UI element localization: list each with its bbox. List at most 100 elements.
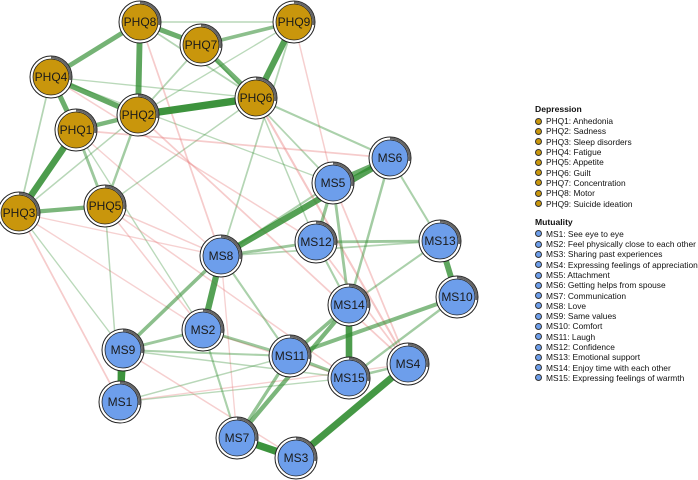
- legend-swatch-icon: [535, 333, 542, 341]
- edge-ms10-ms11: [288, 295, 459, 358]
- edge-phq4-phq3: [18, 76, 52, 214]
- node-fill: [297, 223, 335, 261]
- legend-swatch-icon: [535, 250, 542, 258]
- legend-item: PHQ3: Sleep disorders: [535, 137, 683, 147]
- legend-item-label: MS15: Expressing feelings of warmth: [546, 372, 685, 383]
- edge-phq1-ms6: [75, 129, 391, 159]
- legend-item-label: MS13: Emotional support: [546, 352, 641, 363]
- node-ms10: MS10: [435, 275, 479, 319]
- edge-phq2-phq3: [18, 114, 139, 214]
- node-label: MS15: [333, 371, 365, 385]
- node-fill: [202, 237, 240, 275]
- node-phq5: PHQ5: [83, 184, 127, 228]
- legend-item-label: MS14: Enjoy time with each other: [546, 362, 671, 373]
- node-pie-arc: [236, 417, 258, 442]
- edge-ms6-ms8: [217, 154, 394, 260]
- legend-swatch-icon: [535, 240, 542, 248]
- node-phq9: PHQ9: [272, 0, 316, 44]
- node-fill: [371, 139, 409, 177]
- node-label: MS10: [441, 290, 473, 304]
- node-fill: [0, 194, 38, 232]
- edge-phq9-ms5: [293, 21, 334, 184]
- legend-item-label: MS1: See eye to eye: [546, 228, 624, 239]
- edge-phq3-ms8: [18, 212, 222, 257]
- node-fill: [119, 96, 157, 134]
- edge-ms9-ms15: [122, 349, 350, 379]
- legend-item-label: MS2: Feel physically close to each other: [546, 239, 696, 250]
- node-phq4: PHQ4: [29, 55, 73, 99]
- node-pie-arc: [200, 24, 222, 49]
- node-pie-arc: [389, 137, 411, 162]
- node-pie-arc: [348, 357, 370, 382]
- legend-item: MS1: See eye to eye: [535, 229, 683, 239]
- node-fill: [438, 278, 476, 316]
- legend-item-label: PHQ9: Suicide ideation: [546, 198, 633, 209]
- legend-swatch-icon: [535, 189, 542, 197]
- legend-item: MS10: Comfort: [535, 321, 683, 331]
- node-ms7: MS7: [215, 416, 259, 460]
- legend-item-label: PHQ7: Concentration: [546, 177, 626, 188]
- legend-swatch-icon: [535, 322, 542, 330]
- edge-ms9-ms3: [122, 349, 297, 459]
- node-ms12: MS12: [294, 220, 338, 264]
- legend-item-label: MS6: Getting helps from spouse: [546, 280, 666, 291]
- legend-swatch-icon: [535, 353, 542, 361]
- legend-item: MS3: Sharing past experiences: [535, 249, 683, 259]
- node-ms1: MS1: [98, 380, 142, 424]
- edge-ms8-ms9: [121, 254, 223, 352]
- edge-phq4-phq6: [50, 76, 257, 99]
- edge-ms8-ms7: [220, 255, 238, 439]
- node-fill: [121, 3, 159, 41]
- legend-item: MS15: Expressing feelings of warmth: [535, 372, 685, 383]
- edge-ms10-ms15: [347, 295, 459, 380]
- legend-item: MS9: Same values: [535, 311, 683, 321]
- edge-ms9-ms11: [121, 348, 292, 358]
- node-fill: [275, 3, 313, 41]
- node-label: PHQ4: [35, 70, 68, 84]
- node-ms6: MS6: [368, 136, 412, 180]
- node-phq3: PHQ3: [0, 191, 41, 235]
- legend-swatch-icon: [535, 343, 542, 351]
- legend-swatch-icon: [535, 148, 542, 156]
- node-fill: [101, 383, 139, 421]
- node-label: MS9: [111, 343, 136, 357]
- edge-phq1-ms2: [75, 129, 204, 331]
- legend-item: PHQ2: Sadness: [535, 126, 683, 136]
- node-fill: [104, 331, 142, 369]
- legend-item: MS11: Laugh: [535, 332, 683, 342]
- node-pie-arc: [104, 185, 126, 210]
- edge-ms1-ms11: [119, 355, 291, 403]
- legend-item: MS2: Feel physically close to each other: [535, 239, 696, 249]
- node-pie-arc: [50, 56, 72, 81]
- node-fill: [277, 439, 315, 477]
- legend-swatch-icon: [535, 312, 542, 320]
- legend-swatch-icon: [535, 158, 542, 166]
- node-fill: [86, 187, 124, 225]
- legend-swatch-icon: [535, 117, 542, 125]
- edge-phq6-ms12: [255, 97, 317, 243]
- node-fill: [271, 337, 309, 375]
- node-label: PHQ9: [278, 15, 311, 29]
- node-pie-arc: [293, 1, 315, 26]
- node-ms13: MS13: [418, 219, 462, 263]
- node-pie-arc: [439, 220, 461, 245]
- node-fill: [57, 111, 95, 149]
- legend-item-label: MS5: Attachment: [546, 270, 610, 280]
- node-fill: [182, 26, 220, 64]
- node-fill: [32, 58, 70, 96]
- node-label: MS6: [378, 151, 403, 165]
- edge-ms5-ms4: [332, 182, 409, 365]
- node-phq1: PHQ1: [54, 108, 98, 152]
- node-label: MS13: [424, 234, 456, 248]
- node-label: MS1: [108, 395, 133, 409]
- node-ms8: MS8: [199, 234, 243, 278]
- node-label: MS8: [209, 249, 234, 263]
- node-label: MS11: [275, 349, 306, 363]
- node-label: PHQ2: [122, 108, 155, 122]
- node-pie-arc: [18, 192, 40, 217]
- edge-phq1-ms8: [75, 129, 222, 257]
- node-label: MS4: [396, 357, 421, 371]
- node-label: MS5: [321, 176, 346, 190]
